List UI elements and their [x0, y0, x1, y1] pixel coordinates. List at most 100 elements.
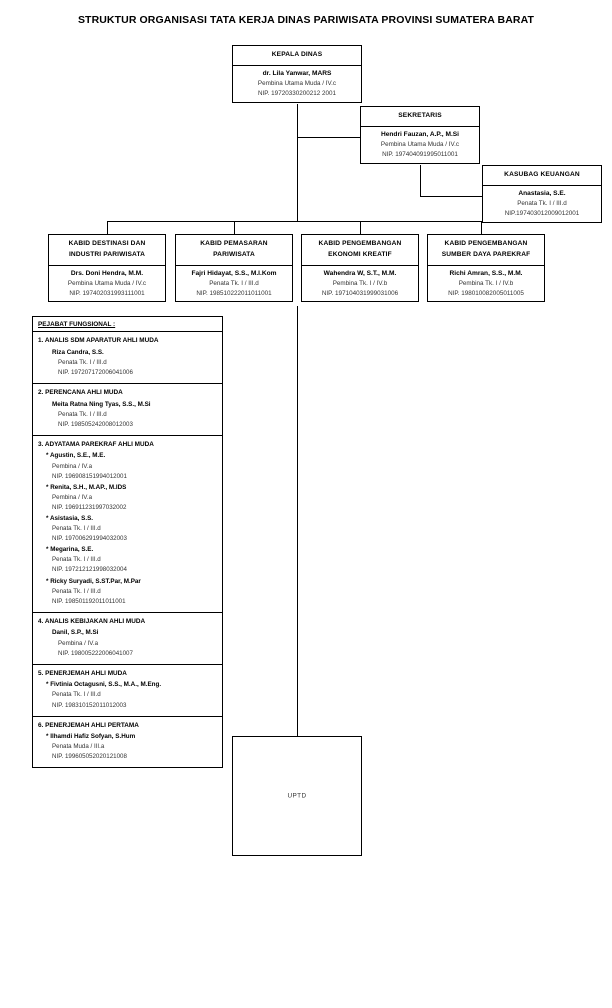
- functional-group-heading: 2. PERENCANA AHLI MUDA: [38, 388, 123, 396]
- kabid4-header-line2: SUMBER DAYA PAREKRAF: [441, 250, 531, 258]
- functional-person-rank: Penata Tk. I / III.d: [58, 410, 107, 418]
- pejabat-fungsional-title: PEJABAT FUNGSIONAL :: [38, 321, 116, 328]
- sekretaris-nip: NIP. 197404091995011001: [382, 150, 458, 158]
- functional-person-rank: Penata Tk. I / III.d: [52, 525, 101, 533]
- functional-person-rank: Penata Tk. I / III.d: [52, 587, 101, 595]
- pejabat-fungsional-panel: PEJABAT FUNGSIONAL : 1. ANALIS SDM APARA…: [32, 316, 223, 769]
- kasubag-keuangan-body: Anastasia, S.E. Penata Tk. I / III.d NIP…: [483, 186, 601, 222]
- connector-sekretaris-down: [419, 165, 421, 197]
- functional-group-heading: 6. PENERJEMAH AHLI PERTAMA: [38, 721, 139, 729]
- functional-group: 3. ADYATAMA PAREKRAF AHLI MUDA Agustin, S…: [33, 434, 222, 612]
- connector-kepala-to-sekretaris: [296, 137, 361, 139]
- kepala-dinas-name: dr. Lila Yanwar, MARS: [262, 69, 332, 77]
- sekretaris-header: SEKRETARIS: [361, 107, 479, 127]
- kasubag-keuangan-rank: Penata Tk. I / III.d: [517, 200, 567, 208]
- functional-person-name: Megarina, S.E.: [46, 545, 217, 555]
- functional-person-rank: Pembina / IV.a: [58, 639, 99, 647]
- connector-kabid3-drop: [360, 221, 362, 235]
- kabid2-body: Fajri Hidayat, S.S., M.I.Kom Penata Tk. …: [176, 266, 292, 302]
- functional-person-name: Meita Ratna Ning Tyas, S.S., M.Si: [52, 400, 151, 408]
- kepala-dinas-header: KEPALA DINAS: [233, 46, 361, 66]
- sekretaris-name: Hendri Fauzan, A.P., M.Si: [380, 130, 460, 138]
- uptd-label: UPTD: [287, 792, 307, 800]
- kabid4-body: Richi Amran, S.S., M.M. Pembina Tk. I / …: [428, 266, 544, 302]
- functional-group-heading: 4. ANALIS KEBIJAKAN AHLI MUDA: [38, 617, 146, 625]
- functional-person-name: Renita, S.H., M.AP., M.IDS: [46, 483, 217, 493]
- functional-group-heading: 1. ANALIS SDM APARATUR AHLI MUDA: [38, 337, 159, 344]
- functional-person-nip: NIP. 199605052020121008: [52, 753, 127, 761]
- functional-person-rank: Pembina / IV.a: [52, 462, 93, 470]
- box-kabid-pemasaran: KABID PEMASARAN PARIWISATA Fajri Hidayat…: [175, 234, 293, 303]
- functional-person-name: Riza Candra, S.S.: [52, 348, 104, 356]
- kabid3-header-line1: KABID PENGEMBANGAN: [318, 240, 402, 247]
- functional-group-heading: 3. ADYATAMA PAREKRAF AHLI MUDA: [38, 440, 154, 448]
- box-uptd: UPTD: [232, 736, 362, 856]
- kasubag-keuangan-header: KASUBAG KEUANGAN: [483, 166, 601, 186]
- functional-group: 5. PENERJEMAH AHLI MUDAFivtinia Octagusn…: [33, 663, 222, 716]
- functional-person-nip: NIP. 197212121998032004: [52, 566, 127, 574]
- box-kabid-sdm-parekraf: KABID PENGEMBANGAN SUMBER DAYA PAREKRAF …: [427, 234, 545, 303]
- functional-person-name: Ricky Suryadi, S.ST.Par, M.Par: [46, 577, 217, 587]
- connector-kabid-bus: [107, 221, 482, 223]
- box-kabid-ekraf: KABID PENGEMBANGAN EKONOMI KREATIF Wahen…: [301, 234, 419, 303]
- kabid3-header-line2: EKONOMI KREATIF: [328, 250, 392, 258]
- functional-person-name: Asistasia, S.S.: [46, 514, 217, 524]
- functional-person-rank: Penata Tk. I / III.d: [52, 556, 101, 564]
- kabid4-header-line1: KABID PENGEMBANGAN: [444, 240, 528, 247]
- kabid2-rank: Penata Tk. I / III.d: [209, 279, 259, 287]
- functional-person-name: Agustin, S.E., M.E.: [46, 451, 217, 461]
- kabid2-header-line2: PARIWISATA: [213, 250, 255, 258]
- kabid1-body: Drs. Doni Hendra, M.M. Pembina Utama Mud…: [49, 266, 165, 302]
- kabid3-header: KABID PENGEMBANGAN EKONOMI KREATIF: [302, 235, 418, 266]
- functional-group: 2. PERENCANA AHLI MUDA Meita Ratna Ning T…: [33, 382, 222, 435]
- connector-kabid1-drop: [107, 221, 109, 235]
- kepala-dinas-body: dr. Lila Yanwar, MARS Pembina Utama Muda…: [233, 66, 361, 102]
- sekretaris-body: Hendri Fauzan, A.P., M.Si Pembina Utama …: [361, 127, 479, 163]
- functional-person-rank: Pembina / IV.a: [52, 493, 93, 501]
- functional-person-nip: NIP. 197207172006041006: [58, 368, 133, 376]
- connector-kabid4-drop: [481, 221, 483, 235]
- connector-kabid2-drop: [234, 221, 236, 235]
- functional-person-name: Ilhamdi Hafiz Sofyan, S.Hum: [46, 732, 217, 742]
- kabid1-rank: Pembina Utama Muda / IV.c: [67, 279, 147, 287]
- functional-person-name: Fivtinia Octagusni, S.S., M.A., M.Eng.: [46, 680, 217, 690]
- functional-group: 1. ANALIS SDM APARATUR AHLI MUDA Riza Can…: [33, 331, 222, 383]
- sekretaris-rank: Pembina Utama Muda / IV.c: [380, 141, 460, 149]
- box-kepala-dinas: KEPALA DINAS dr. Lila Yanwar, MARS Pembi…: [232, 45, 362, 103]
- box-kabid-destinasi: KABID DESTINASI DAN INDUSTRI PARIWISATA …: [48, 234, 166, 303]
- functional-person-nip: NIP. 196911231997032002: [52, 503, 127, 511]
- kabid4-name: Richi Amran, S.S., M.M.: [449, 269, 523, 277]
- kasubag-keuangan-name: Anastasia, S.E.: [518, 189, 566, 197]
- functional-person-name: Danil, S.P., M.Si: [52, 629, 99, 637]
- kepala-dinas-nip: NIP. 19720330200212 2001: [258, 89, 336, 97]
- kabid4-rank: Pembina Tk. I / IV.b: [458, 279, 514, 287]
- connector-uptd-spine: [296, 306, 298, 736]
- kabid4-header: KABID PENGEMBANGAN SUMBER DAYA PAREKRAF: [428, 235, 544, 266]
- kabid2-header: KABID PEMASARAN PARIWISATA: [176, 235, 292, 266]
- box-kasubag-keuangan: KASUBAG KEUANGAN Anastasia, S.E. Penata …: [482, 165, 602, 223]
- kabid2-header-line1: KABID PEMASARAN: [200, 240, 268, 247]
- functional-person-nip: NIP. 198505242008012003: [58, 420, 133, 428]
- functional-person-rank: Penata Muda / III.a: [52, 743, 105, 751]
- kabid1-header-line2: INDUSTRI PARIWISATA: [68, 250, 146, 258]
- functional-person: Asistasia, S.S.Penata Tk. I / III.dNIP. …: [38, 514, 217, 544]
- kabid1-name: Drs. Doni Hendra, M.M.: [70, 269, 144, 277]
- functional-group: 6. PENERJEMAH AHLI PERTAMA Ilhamdi Hafiz …: [33, 715, 222, 768]
- functional-person-nip: NIP. 198501192011011001: [52, 597, 126, 605]
- kabid2-name: Fajri Hidayat, S.S., M.I.Kom: [191, 269, 277, 277]
- functional-person-nip: NIP. 198310152011012003: [52, 701, 127, 709]
- pejabat-fungsional-groups: 1. ANALIS SDM APARATUR AHLI MUDA Riza Can…: [33, 331, 222, 767]
- functional-person-nip: NIP. 198005222006041007: [58, 649, 133, 657]
- functional-person-rank: Penata Tk. I / III.d: [52, 691, 101, 699]
- kabid3-nip: NIP. 197104031999031006: [321, 289, 399, 297]
- functional-person-rank: Penata Tk. I / III.d: [58, 358, 107, 366]
- functional-person: Fivtinia Octagusni, S.S., M.A., M.Eng.Pe…: [38, 680, 217, 710]
